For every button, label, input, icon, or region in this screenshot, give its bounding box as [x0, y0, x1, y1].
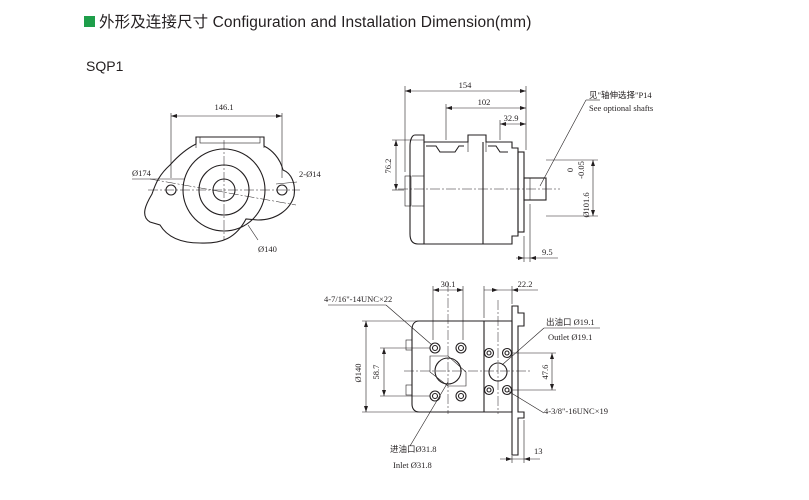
dim-mid: 102	[478, 97, 491, 107]
port-thread-in: 4-7/16"-14UNC×22	[324, 294, 392, 304]
dim-flange-dia: Ø174	[132, 168, 152, 178]
dim-body-dia: Ø140	[353, 364, 363, 383]
page-title: 外形及连接尺寸 Configuration and Installation D…	[99, 14, 532, 31]
dim-in-spacing: 30.1	[441, 279, 456, 289]
dim-height: 76.2	[383, 159, 393, 174]
dim-width: 146.1	[214, 102, 233, 112]
dim-flange-thk: 13	[534, 446, 543, 456]
dim-shaft-dia: Ø101.6	[581, 192, 591, 217]
dim-overall: 154	[459, 80, 473, 90]
dim-out-offset: 22.2	[518, 279, 533, 289]
dim-pilot: Ø140	[258, 244, 277, 254]
dim-out-pitch: 47.6	[540, 365, 550, 380]
dim-shaft-step: 9.5	[542, 247, 553, 257]
inlet-label-en: Inlet Ø31.8	[393, 460, 432, 470]
outlet-label-cn: 出油口 Ø19.1	[546, 317, 595, 327]
shaft-tol-a: 0	[565, 168, 575, 172]
model-label: SQP1	[86, 58, 124, 74]
section-header: 外形及连接尺寸 Configuration and Installation D…	[84, 10, 531, 32]
side-view: 154 102 32.9 76.2 见"轴伸选择"P14 See optiona…	[383, 80, 653, 262]
shaft-note-cn: 见"轴伸选择"P14	[589, 90, 652, 100]
outlet-label-en: Outlet Ø19.1	[548, 332, 592, 342]
shaft-tol-b: -0.05	[576, 161, 586, 179]
front-view: 146.1 Ø174 2-Ø14 Ø140	[132, 102, 321, 254]
dim-in-pitch: 58.7	[371, 365, 381, 380]
port-thread-out: 4-3/8"-16UNC×19	[544, 406, 608, 416]
shaft-note-en: See optional shafts	[589, 103, 653, 113]
dim-bolt-holes: 2-Ø14	[299, 169, 321, 179]
bottom-view: 30.1 22.2 4-7/16"-14UNC×22 出油口 Ø19.1 Out…	[324, 279, 608, 470]
inlet-label-cn: 进油口Ø31.8	[390, 444, 437, 454]
dim-cover: 32.9	[504, 113, 519, 123]
green-square-icon	[84, 15, 95, 27]
